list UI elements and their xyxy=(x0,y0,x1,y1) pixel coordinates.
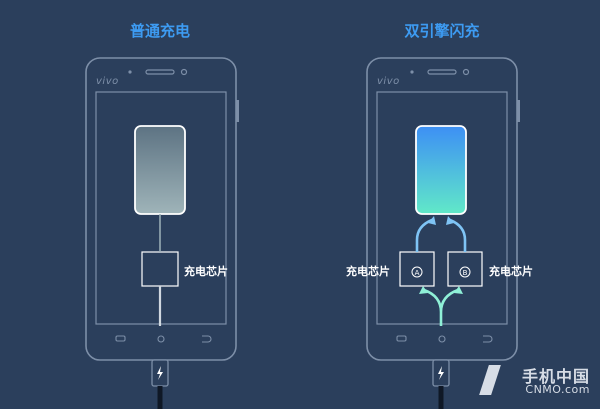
right-brand-logo: vivo xyxy=(377,76,400,87)
right-sensor xyxy=(410,70,414,74)
flow-arrow-chip-b xyxy=(454,286,463,294)
right-back-key xyxy=(483,335,493,343)
normal-charging-title: 普通充电 xyxy=(129,22,190,40)
chip-b-badge xyxy=(459,266,471,278)
right-camera xyxy=(462,68,470,76)
left-brand-logo: vivo xyxy=(96,76,119,87)
watermark-en: CNMO.com xyxy=(525,383,590,396)
right-chip-left-label: 充电芯片 xyxy=(346,265,390,278)
dual-engine-charging-title: 双引擎闪充 xyxy=(404,22,480,40)
left-chip-label: 充电芯片 xyxy=(184,265,228,278)
flow-arrow-left xyxy=(428,216,436,225)
right-bolt-icon xyxy=(438,366,444,380)
chip-a-badge xyxy=(411,266,423,278)
chip-a-letter: A xyxy=(415,269,420,277)
watermark-mark-icon xyxy=(479,365,501,395)
flow-arrow-chip-a xyxy=(419,286,428,294)
left-side-button xyxy=(236,100,239,122)
right-mini-screen xyxy=(415,125,467,215)
right-phone: A B xyxy=(366,57,520,409)
flow-input-to-chips xyxy=(423,288,459,326)
left-mini-screen xyxy=(134,125,186,215)
watermark-cn: 手机中国 xyxy=(521,367,590,386)
left-charge-chip xyxy=(141,251,179,287)
flow-arrow-right xyxy=(446,216,454,225)
left-sensor xyxy=(128,70,132,74)
left-phone xyxy=(85,57,239,409)
left-menu-key xyxy=(115,335,126,342)
left-bolt-icon xyxy=(157,366,163,380)
right-chip-right-label: 充电芯片 xyxy=(489,265,533,278)
left-camera xyxy=(180,68,188,76)
left-back-key xyxy=(202,335,212,343)
watermark: 手机中国 CNMO.com xyxy=(479,363,590,401)
left-home-key xyxy=(157,335,165,343)
left-speaker xyxy=(145,69,175,75)
flow-chip-a-to-screen xyxy=(415,218,433,252)
right-menu-key xyxy=(396,335,407,342)
flow-chip-b-to-screen xyxy=(449,218,467,252)
chip-b-letter: B xyxy=(463,269,468,277)
right-home-key xyxy=(438,335,446,343)
right-side-button xyxy=(517,100,520,122)
right-speaker xyxy=(427,69,457,75)
